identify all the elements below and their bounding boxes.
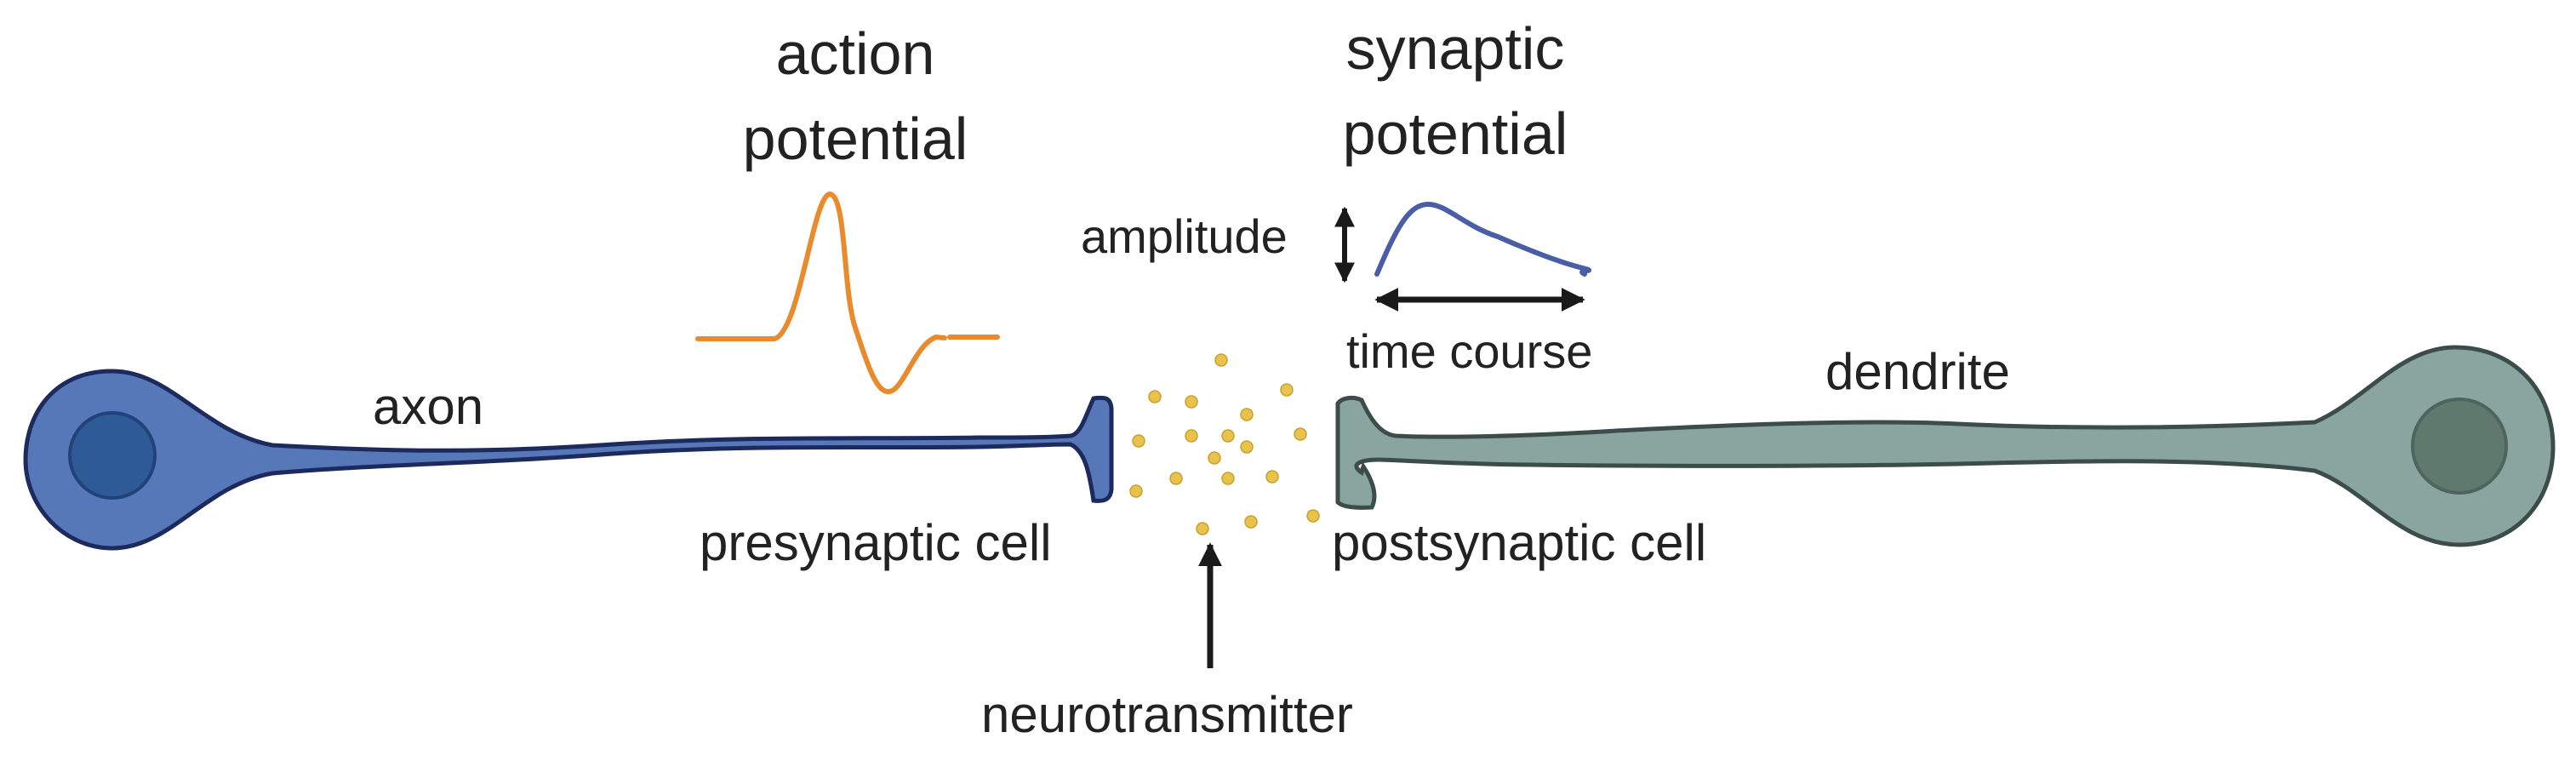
action-potential-label-line1: action (775, 20, 935, 87)
axon-label: axon (373, 378, 484, 435)
vesicle (1265, 470, 1279, 483)
vesicle (1148, 390, 1162, 403)
synaptic-potential-trace (1374, 202, 1591, 277)
amplitude-label: amplitude (1081, 209, 1288, 263)
vesicle (1306, 509, 1320, 523)
vesicle (1294, 427, 1307, 441)
time-course-label: time course (1346, 324, 1593, 378)
vesicle (1196, 522, 1209, 535)
action-potential-label-line2: potential (742, 106, 968, 172)
presynaptic-nucleus (68, 411, 157, 500)
vesicle (1208, 451, 1221, 465)
postsynaptic-body (1335, 345, 2556, 547)
vesicle (1185, 429, 1198, 443)
vesicle (1240, 440, 1254, 454)
vesicle (1169, 472, 1183, 485)
neurotransmitter-vesicles (1129, 353, 1320, 535)
synaptic-potential-label-line1: synaptic (1345, 15, 1565, 82)
dendrite-label: dendrite (1825, 343, 2010, 400)
presynaptic-body (23, 369, 1114, 551)
neurotransmitter-label: neurotransmitter (981, 686, 1353, 743)
vesicle (1185, 395, 1198, 409)
vesicle (1132, 434, 1145, 448)
vesicle (1221, 429, 1235, 443)
action-potential-label: action potential (698, 24, 1013, 169)
postsynaptic-neuron (1335, 345, 2556, 547)
vesicle (1129, 484, 1143, 498)
presynaptic-cell-label: presynaptic cell (700, 514, 1052, 571)
vesicle (1214, 353, 1228, 367)
vesicle (1244, 515, 1258, 529)
vesicle (1221, 472, 1235, 485)
postsynaptic-cell-label: postsynaptic cell (1332, 514, 1707, 571)
synaptic-potential-label-line2: potential (1342, 100, 1568, 167)
vesicle (1240, 408, 1254, 421)
synaptic-potential-label: synaptic potential (1302, 19, 1608, 163)
action-potential-trace (695, 192, 1000, 394)
presynaptic-neuron (23, 369, 1114, 551)
postsynaptic-nucleus (2411, 398, 2508, 495)
vesicle (1280, 383, 1294, 397)
